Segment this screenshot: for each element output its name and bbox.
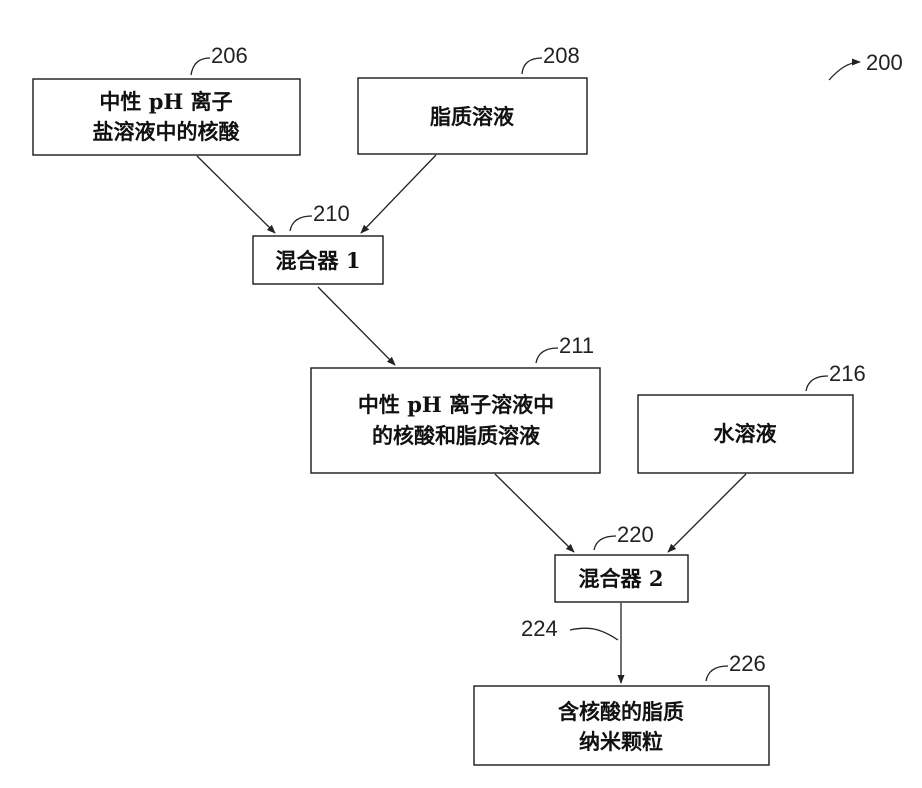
ref-210-leader (290, 216, 312, 231)
box-aqueous-solution: 水溶液 (638, 395, 853, 473)
ref-206-label: 206 (211, 43, 248, 68)
arrow-216-to-mixer-2 (668, 474, 746, 552)
ref-208: 208 (522, 43, 580, 74)
box-nucleic-acid-in-salt-solution: 中性 pH 离子 盐溶液中的核酸 (33, 79, 300, 155)
box-226-line-1: 含核酸的脂质 (558, 699, 684, 724)
ref-226-label: 226 (729, 651, 766, 676)
box-220-line-1: 混合器 2 (579, 566, 664, 591)
arrow-211-to-mixer-2 (495, 474, 574, 552)
ref-216: 216 (806, 361, 866, 391)
ref-211-leader (536, 348, 558, 363)
ref-220-leader (594, 536, 616, 550)
box-208-line-1: 脂质溶液 (430, 104, 514, 129)
ref-220: 220 (594, 522, 654, 550)
box-210-line-1: 混合器 1 (276, 248, 361, 273)
box-mixer-2: 混合器 2 (555, 555, 688, 602)
ref-211: 211 (536, 333, 594, 363)
ref-224-label: 224 (521, 616, 558, 641)
figure-ref-200: 200 (829, 50, 903, 80)
box-mixer-1: 混合器 1 (253, 236, 383, 284)
box-226-line-2: 纳米颗粒 (579, 729, 663, 754)
ref-210-label: 210 (313, 201, 350, 226)
ref-226: 226 (706, 651, 766, 681)
arrow-mixer-1-to-211 (318, 287, 395, 365)
box-lipid-nanoparticles-with-nucleic-acid: 含核酸的脂质 纳米颗粒 (474, 686, 769, 765)
ref-216-label: 216 (829, 361, 866, 386)
box-206-line-1: 中性 pH 离子 (99, 89, 232, 114)
ref-208-leader (522, 58, 542, 74)
box-216-line-1: 水溶液 (714, 421, 777, 446)
ref-220-label: 220 (617, 522, 654, 547)
ref-206-leader (191, 58, 210, 75)
ref-226-leader (706, 666, 728, 681)
ref-208-label: 208 (543, 43, 580, 68)
box-211-line-2: 的核酸和脂质溶液 (372, 423, 540, 448)
box-211-line-1: 中性 pH 离子溶液中 (358, 392, 554, 417)
ref-216-leader (806, 376, 828, 391)
box-lipid-solution: 脂质溶液 (358, 78, 587, 154)
figure-ref-arrow (829, 62, 860, 80)
box-nucleic-acid-and-lipid-solution: 中性 pH 离子溶液中 的核酸和脂质溶液 (311, 368, 600, 473)
ref-224-leader (570, 628, 618, 640)
arrow-206-to-mixer-1 (197, 156, 275, 233)
ref-211-label: 211 (559, 333, 594, 358)
arrow-208-to-mixer-1 (361, 155, 436, 233)
ref-210: 210 (290, 201, 350, 231)
ref-206: 206 (191, 43, 248, 75)
box-206-line-2: 盐溶液中的核酸 (93, 119, 241, 144)
figure-ref-label: 200 (866, 50, 903, 75)
ref-224: 224 (521, 616, 618, 641)
box-211-frame (311, 368, 600, 473)
